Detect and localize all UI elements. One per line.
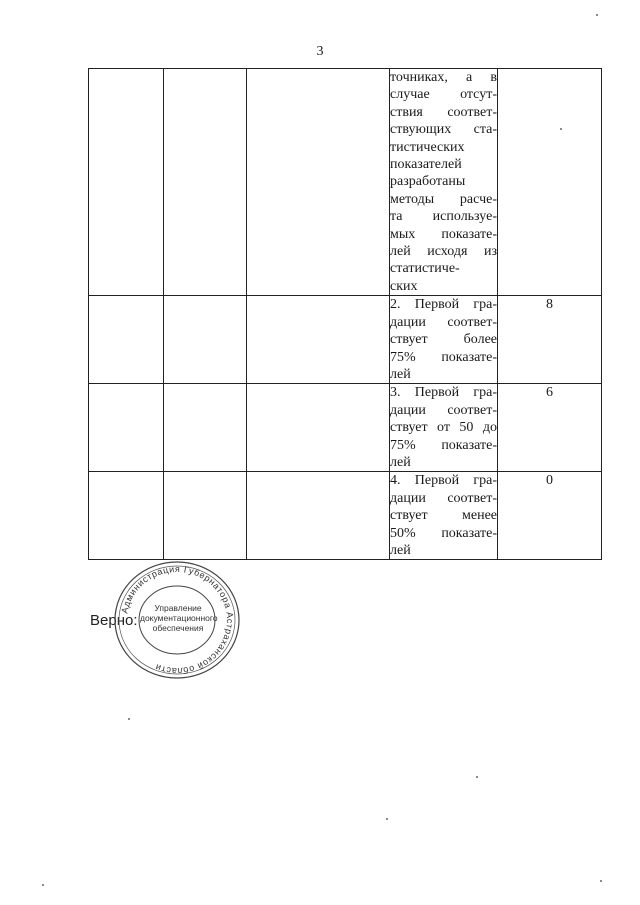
- scan-speck: [42, 884, 44, 886]
- page-number: 3: [316, 44, 324, 59]
- description-line: разработаны: [390, 174, 466, 190]
- description-line: ских: [390, 278, 418, 294]
- empty-cell: [163, 295, 247, 385]
- criterion-description: 2. Первой гра-дации соответ-ствует более…: [389, 295, 498, 385]
- table-row: 3. Первой гра-дации соответ-ствует от 50…: [88, 383, 602, 473]
- scan-speck: [600, 880, 602, 882]
- empty-cell: [163, 383, 247, 473]
- empty-cell: [88, 295, 164, 385]
- description-line: точниках, а в: [390, 70, 497, 85]
- description-line: лей: [390, 366, 411, 382]
- empty-cell: [163, 471, 247, 561]
- empty-cell: [88, 471, 164, 561]
- description-line: лей: [390, 542, 411, 558]
- description-line: ствует менее: [390, 508, 497, 524]
- criterion-description: 4. Первой гра-дации соответ-ствует менее…: [389, 471, 498, 561]
- description-line: 75% показате-: [390, 437, 497, 453]
- table-row: точниках, а в случае отсут-ствия соответ-…: [88, 67, 602, 297]
- scan-speck: [476, 776, 478, 778]
- description-line: 3. Первой гра-: [390, 385, 497, 401]
- scan-speck: [386, 818, 388, 820]
- description-line: дации соответ-: [390, 314, 497, 330]
- score-cell: 0: [497, 471, 602, 561]
- empty-cell: [88, 67, 164, 297]
- score-cell: [497, 67, 602, 297]
- description-line: 75% показате-: [390, 349, 497, 365]
- score-cell: 8: [497, 295, 602, 385]
- description-line: статистиче-: [390, 261, 460, 277]
- criteria-table: точниках, а в случае отсут-ствия соответ-…: [88, 67, 602, 561]
- description-line: случае отсут-: [390, 87, 497, 103]
- description-line: дации соответ-: [390, 490, 497, 506]
- description-line: 50% показате-: [390, 525, 497, 541]
- scan-speck: [128, 718, 130, 720]
- certification-label: Верно:: [90, 612, 138, 629]
- seal-line: обеспечения: [152, 623, 204, 633]
- description-line: ствующих ста-: [390, 122, 497, 138]
- official-seal-icon: Администрация Губернатора Астраханской о…: [114, 561, 240, 679]
- seal-line: Управление: [154, 603, 202, 613]
- description-line: тистических: [390, 139, 465, 155]
- description-line: методы расче-: [390, 191, 497, 207]
- criterion-description: 3. Первой гра-дации соответ-ствует от 50…: [389, 383, 498, 473]
- table-row: 4. Первой гра-дации соответ-ствует менее…: [88, 471, 602, 561]
- description-line: та используе-: [390, 209, 497, 225]
- empty-cell: [163, 67, 247, 297]
- description-line: показателей: [390, 157, 462, 173]
- description-line: лей исходя из: [390, 244, 497, 260]
- description-line: дации соответ-: [390, 402, 497, 418]
- empty-cell: [246, 383, 390, 473]
- description-line: мых показате-: [390, 226, 497, 242]
- empty-cell: [246, 471, 390, 561]
- scan-speck: [596, 14, 598, 16]
- scan-speck: [560, 128, 562, 130]
- table-row: 2. Первой гра-дации соответ-ствует более…: [88, 295, 602, 385]
- score-cell: 6: [497, 383, 602, 473]
- description-line: 4. Первой гра-: [390, 473, 497, 489]
- empty-cell: [88, 383, 164, 473]
- seal-line: документационного: [140, 613, 218, 623]
- description-line: 2. Первой гра-: [390, 297, 497, 313]
- description-line: ствия соответ-: [390, 104, 497, 120]
- empty-cell: [246, 67, 390, 297]
- description-line: ствует от 50 до: [390, 420, 497, 436]
- description-line: ствует более: [390, 332, 497, 348]
- empty-cell: [246, 295, 390, 385]
- seal-center-text: Управление документационного обеспечения: [140, 603, 218, 633]
- criterion-description: точниках, а в случае отсут-ствия соответ-…: [389, 67, 498, 297]
- description-line: лей: [390, 454, 411, 470]
